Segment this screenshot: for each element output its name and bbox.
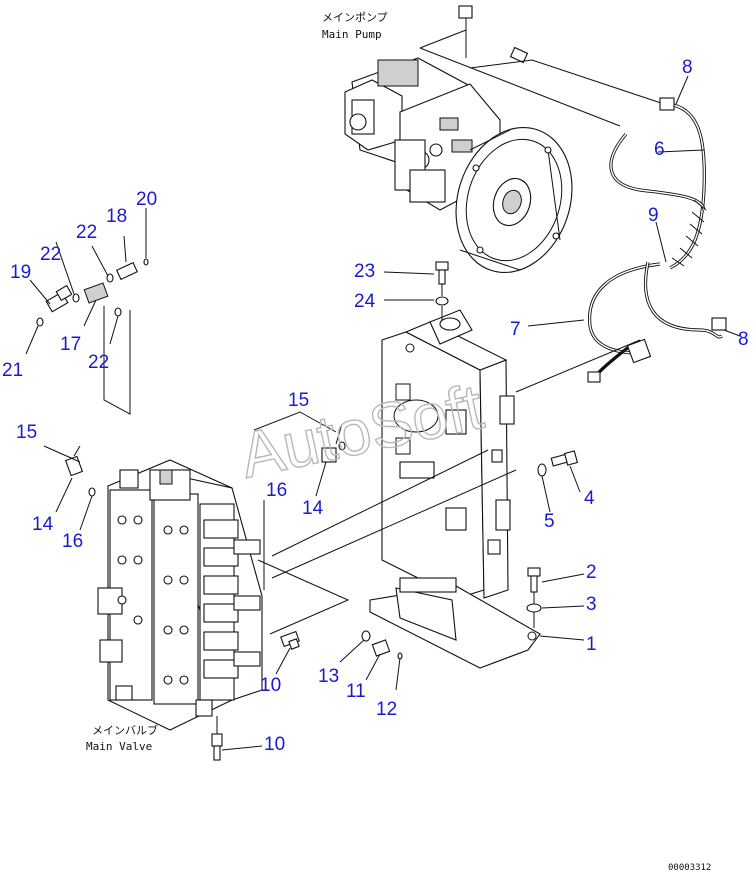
callout-15-right: 15: [288, 390, 309, 411]
bolt-2: [527, 567, 541, 593]
pump-leader-lines: [419, 47, 671, 127]
bolt-23: [435, 261, 449, 285]
callout-11: 11: [346, 681, 366, 702]
callout-23: 23: [354, 261, 375, 282]
callout-15-left: 15: [16, 422, 37, 443]
callout-13: 13: [318, 666, 339, 687]
elbow-14-right-leader: [335, 423, 343, 445]
callout-10-middle: 10: [260, 675, 281, 696]
callout-leaders: [25, 75, 741, 751]
sensor-leader-lines: [103, 306, 131, 415]
main-pump-label-en: Main Pump: [322, 28, 382, 41]
washer-24: [435, 296, 449, 306]
drawing-number: 00003312: [668, 863, 711, 873]
callout-3: 3: [586, 594, 597, 615]
o-ring-22a: [72, 293, 80, 303]
callout-22-c: 22: [88, 352, 109, 373]
washer-3: [526, 603, 542, 613]
pressure-sensor-group: [36, 258, 149, 327]
o-ring-16-right: [338, 441, 346, 451]
callout-18: 18: [106, 206, 127, 227]
o-ring-22c: [114, 307, 122, 317]
o-ring-22b: [106, 273, 114, 283]
callout-9: 9: [648, 205, 659, 226]
callout-22-a: 22: [76, 222, 97, 243]
callout-20: 20: [136, 189, 157, 210]
callout-6: 6: [654, 139, 665, 160]
callout-16-right: 16: [266, 480, 287, 501]
main-pump-assembly: [344, 5, 573, 274]
callout-22-b: 22: [40, 244, 61, 265]
callout-14-right: 14: [302, 498, 324, 519]
o-ring-16-left: [88, 487, 96, 497]
pressure-sensor-10-bottom: [211, 716, 223, 761]
callout-19: 19: [10, 262, 31, 283]
washer-5: [537, 463, 547, 477]
callout-24: 24: [354, 291, 376, 312]
main-valve-label-en: Main Valve: [86, 740, 152, 753]
adapter-17: [83, 282, 109, 304]
callout-17: 17: [60, 334, 81, 355]
sensor-18: [115, 261, 139, 281]
callout-5: 5: [544, 511, 555, 532]
callout-7: 7: [510, 319, 521, 340]
o-ring-13: [361, 630, 371, 642]
main-pump-label-jp: メインポンプ: [322, 11, 388, 24]
pressure-sensor-10-middle: [280, 630, 300, 650]
callout-21: 21: [2, 360, 23, 381]
callout-14-left: 14: [32, 514, 54, 535]
callout-4: 4: [584, 488, 595, 509]
callout-12: 12: [376, 699, 397, 720]
elbow-14-right: [321, 447, 337, 463]
main-valve-assembly: [97, 459, 263, 731]
callout-16-left: 16: [62, 531, 83, 552]
connector-11: [371, 639, 391, 657]
bracket-frame: [369, 309, 541, 669]
main-valve-label-jp: メインバルブ: [92, 723, 158, 737]
callout-1: 1: [586, 634, 597, 655]
callout-8-top: 8: [682, 57, 693, 78]
bolt-4: [550, 450, 579, 467]
elbow-14-left-leader: [73, 445, 81, 457]
o-ring-20: [143, 258, 149, 266]
frame-leader-lines: [257, 339, 641, 635]
o-ring-21: [36, 317, 44, 327]
callout-8-right: 8: [738, 329, 749, 350]
callout-2: 2: [586, 562, 597, 583]
valve-leader-lines: [253, 411, 337, 590]
callout-10-bottom: 10: [264, 734, 285, 755]
hose-assembly: [587, 97, 727, 383]
